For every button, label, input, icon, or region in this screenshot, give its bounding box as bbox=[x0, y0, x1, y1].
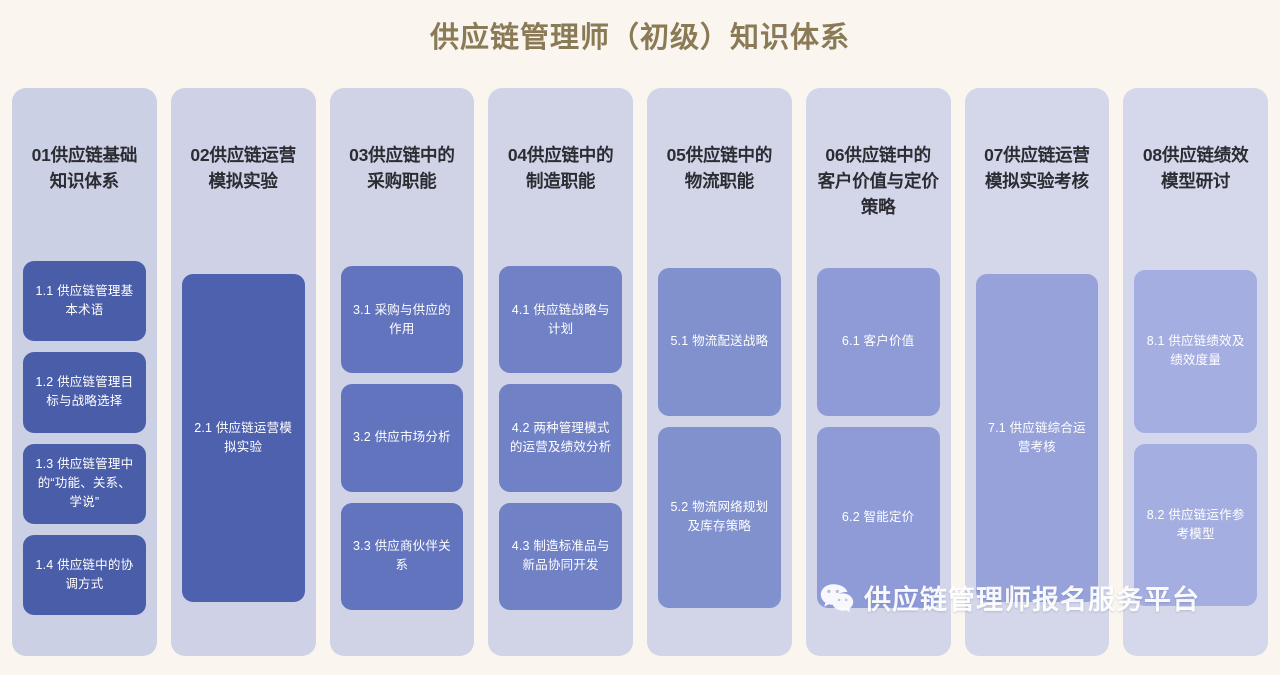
spacer bbox=[817, 238, 940, 257]
column-header: 03供应链中的采购职能 bbox=[349, 145, 455, 191]
topic-item[interactable]: 7.1 供应链综合运营考核 bbox=[975, 273, 1099, 603]
spacer bbox=[499, 238, 622, 255]
spacer bbox=[182, 613, 305, 638]
spacer bbox=[23, 626, 146, 638]
spacer bbox=[1134, 617, 1257, 638]
page-title: 供应链管理师（初级）知识体系 bbox=[429, 22, 850, 54]
knowledge-system-columns: 01供应链基础知识体系 1.1 供应链管理基本术语 1.2 供应链管理目标与战略选择… bbox=[12, 88, 1268, 656]
topic-item[interactable]: 6.1 客户价值 bbox=[816, 267, 940, 416]
topic-item[interactable]: 1.4 供应链中的协调方式 bbox=[23, 534, 146, 615]
spacer bbox=[499, 621, 622, 638]
knowledge-column-02[interactable]: 02供应链运营模拟实验 2.1 供应链运营模拟实验 bbox=[170, 88, 316, 656]
spacer bbox=[341, 621, 464, 638]
column-header: 01供应链基础知识体系 bbox=[31, 145, 138, 191]
spacer bbox=[1134, 238, 1257, 259]
topic-item[interactable]: 4.3 制造标准品与新品协同开发 bbox=[499, 502, 622, 610]
column-header: 08供应链绩效模型研讨 bbox=[1142, 145, 1249, 191]
topic-item[interactable]: 8.2 供应链运作参考模型 bbox=[1134, 443, 1257, 607]
spacer bbox=[182, 238, 305, 263]
spacer bbox=[341, 238, 464, 255]
topic-item[interactable]: 4.1 供应链战略与计划 bbox=[499, 266, 622, 374]
knowledge-column-07[interactable]: 07供应链运营模拟实验考核 7.1 供应链综合运营考核 bbox=[964, 88, 1110, 656]
column-header: 04供应链中的制造职能 bbox=[507, 145, 614, 191]
topic-item[interactable]: 1.1 供应链管理基本术语 bbox=[23, 261, 146, 342]
topic-item[interactable]: 2.1 供应链运营模拟实验 bbox=[181, 273, 305, 603]
topic-item[interactable]: 4.2 两种管理模式的运营及绩效分析 bbox=[499, 384, 622, 492]
column-item-list: 1.1 供应链管理基本术语 1.2 供应链管理目标与战略选择 1.3 供应链管理中的… bbox=[23, 226, 146, 642]
spacer bbox=[658, 619, 781, 638]
topic-item[interactable]: 6.2 智能定价 bbox=[816, 426, 940, 609]
column-item-list: 7.1 供应链综合运营考核 bbox=[975, 226, 1099, 642]
topic-item[interactable]: 5.2 物流网络规划及库存策略 bbox=[658, 426, 781, 609]
spacer bbox=[23, 238, 146, 250]
column-header: 06供应链中的客户价值与定价策略 bbox=[817, 145, 939, 217]
column-header: 02供应链运营模拟实验 bbox=[190, 145, 296, 191]
topic-item[interactable]: 3.3 供应商伙伴关系 bbox=[340, 502, 464, 610]
topic-item[interactable]: 3.1 采购与供应的作用 bbox=[340, 266, 464, 374]
column-header: 05供应链中的物流职能 bbox=[666, 145, 773, 191]
topic-item[interactable]: 3.2 供应市场分析 bbox=[340, 384, 464, 492]
topic-item[interactable]: 1.2 供应链管理目标与战略选择 bbox=[23, 352, 146, 433]
spacer bbox=[817, 619, 940, 638]
spacer bbox=[976, 238, 1099, 263]
spacer bbox=[658, 238, 781, 257]
topic-item[interactable]: 8.1 供应链绩效及绩效度量 bbox=[1134, 269, 1257, 433]
topic-item[interactable]: 5.1 物流配送战略 bbox=[658, 267, 781, 416]
spacer bbox=[976, 613, 1099, 638]
column-item-list: 2.1 供应链运营模拟实验 bbox=[181, 226, 305, 642]
knowledge-column-01[interactable]: 01供应链基础知识体系 1.1 供应链管理基本术语 1.2 供应链管理目标与战略选择… bbox=[12, 88, 157, 656]
topic-item[interactable]: 1.3 供应链管理中的“功能、关系、学说” bbox=[23, 443, 146, 524]
column-header: 07供应链运营模拟实验考核 bbox=[984, 145, 1090, 191]
